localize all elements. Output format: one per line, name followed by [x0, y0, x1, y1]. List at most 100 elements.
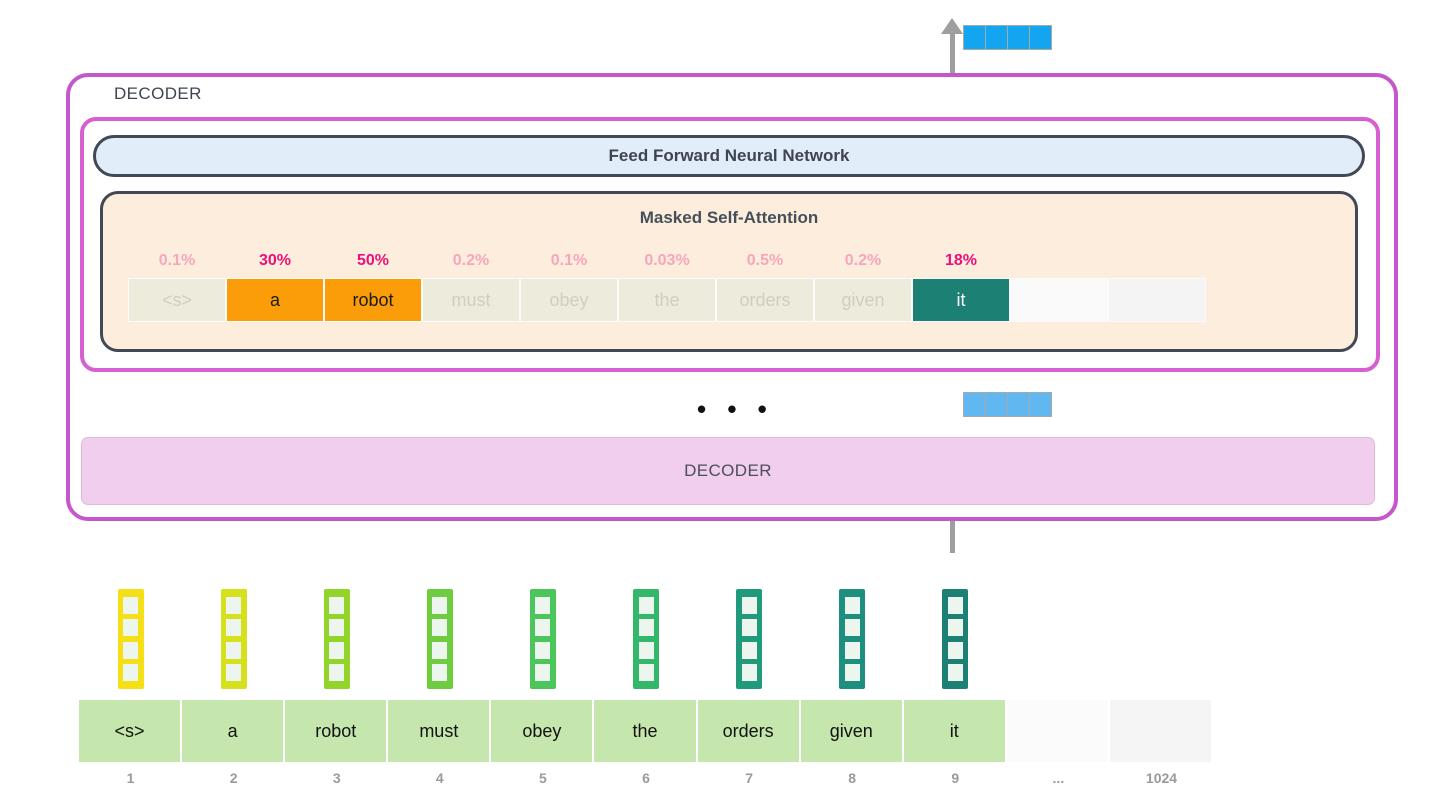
- attention-percentage: 30%: [258, 252, 292, 269]
- vector-cell: [947, 641, 963, 659]
- position-index: 1024: [1145, 770, 1178, 786]
- attention-percentage: 0.2%: [452, 252, 490, 269]
- vector-cell: [741, 641, 757, 659]
- vector-cell: [638, 619, 654, 637]
- vector-cell: [432, 619, 448, 637]
- input-token-cell[interactable]: orders: [697, 700, 799, 762]
- input-token-cell[interactable]: [1006, 700, 1108, 762]
- position-index: ...: [1052, 770, 1065, 786]
- attention-percentage: 0.5%: [746, 252, 784, 269]
- input-token-cell[interactable]: robot: [285, 700, 387, 762]
- attention-token-cell[interactable]: [1109, 279, 1205, 321]
- attention-token-cell[interactable]: it: [913, 279, 1009, 321]
- vector-cell: [985, 392, 1008, 417]
- vector-cell: [1007, 392, 1030, 417]
- vector-cell: [226, 663, 242, 681]
- vector-cell: [329, 663, 345, 681]
- attention-percentage: 0.2%: [844, 252, 882, 269]
- attention-percentage: 50%: [356, 252, 390, 269]
- attention-token-cell[interactable]: obey: [521, 279, 617, 321]
- vector-cell: [1007, 25, 1030, 50]
- vector-cell: [741, 663, 757, 681]
- attention-percentage-row: 0.1% 30% 50% 0.2% 0.1% 0.03% 0.5% 0.2% 18%: [128, 252, 1206, 270]
- vector-cell: [963, 392, 986, 417]
- embedding-vector: [529, 589, 556, 689]
- embedding-vector: [839, 589, 866, 689]
- vector-cell: [535, 597, 551, 615]
- embedding-vector: [323, 589, 350, 689]
- vector-cell: [226, 641, 242, 659]
- embedding-vector: [426, 589, 453, 689]
- feed-forward-neural-network-block: Feed Forward Neural Network: [93, 135, 1365, 177]
- output-arrow-icon: [941, 18, 963, 34]
- output-vector-middle: [963, 392, 1052, 417]
- vector-cell: [329, 641, 345, 659]
- position-index: 3: [332, 770, 341, 786]
- vector-cell: [741, 619, 757, 637]
- vector-cell: [638, 663, 654, 681]
- input-token-cell[interactable]: the: [594, 700, 696, 762]
- attention-token-cell[interactable]: <s>: [129, 279, 225, 321]
- attention-token-cell[interactable]: must: [423, 279, 519, 321]
- attention-percentage: 0.1%: [550, 252, 588, 269]
- input-token-cell[interactable]: <s>: [79, 700, 181, 762]
- attention-token-cell[interactable]: robot: [325, 279, 421, 321]
- attention-token-cell[interactable]: orders: [717, 279, 813, 321]
- attention-percentage: 0.1%: [158, 252, 196, 269]
- embedding-vector: [220, 589, 247, 689]
- bottom-decoder-bar: DECODER: [81, 437, 1375, 505]
- stack-ellipsis: • • •: [697, 394, 774, 424]
- vector-cell: [985, 25, 1008, 50]
- position-index: 8: [848, 770, 857, 786]
- attention-token-cell[interactable]: [1011, 279, 1107, 321]
- position-index: 1: [126, 770, 135, 786]
- input-token-cell[interactable]: given: [800, 700, 902, 762]
- vector-cell: [1029, 392, 1052, 417]
- position-index: 6: [642, 770, 650, 786]
- vector-cell: [432, 597, 448, 615]
- input-token-cell[interactable]: it: [903, 700, 1005, 762]
- masked-self-attention-block: Masked Self-Attention 0.1%30%50%0.2%0.1%…: [100, 191, 1358, 352]
- attention-percentage-spacer: [1010, 252, 1108, 270]
- attention-percentage-spacer: [1108, 252, 1206, 270]
- vector-cell: [123, 663, 139, 681]
- vector-cell: [226, 619, 242, 637]
- attention-token-cell[interactable]: a: [227, 279, 323, 321]
- attention-token-cell[interactable]: the: [619, 279, 715, 321]
- embedding-vector: [633, 589, 659, 689]
- vector-cell: [535, 619, 551, 637]
- attention-token-cell[interactable]: given: [815, 279, 911, 321]
- attention-percentage: 0.03%: [644, 252, 690, 269]
- vector-cell: [123, 597, 139, 615]
- vector-cell: [638, 597, 654, 615]
- vector-cell: [329, 619, 345, 637]
- position-index: 5: [539, 770, 547, 786]
- vector-cell: [844, 641, 860, 659]
- attention-percentage: 18%: [944, 252, 978, 269]
- vector-cell: [844, 663, 860, 681]
- input-token-cell[interactable]: a: [182, 700, 284, 762]
- masked-self-attention-label: Masked Self-Attention: [639, 208, 819, 227]
- vector-cell: [329, 597, 345, 615]
- vector-cell: [123, 619, 139, 637]
- position-index: 2: [229, 770, 238, 786]
- position-index: 7: [745, 770, 753, 786]
- vector-cell: [1029, 25, 1052, 50]
- input-token-cell[interactable]: obey: [491, 700, 593, 762]
- vector-cell: [741, 597, 757, 615]
- vector-cell: [947, 597, 963, 615]
- input-token-cell[interactable]: must: [388, 700, 490, 762]
- vector-cell: [844, 597, 860, 615]
- vector-cell: [947, 619, 963, 637]
- input-token-cell[interactable]: [1109, 700, 1212, 762]
- vector-cell: [535, 663, 551, 681]
- embedding-vector: [117, 589, 144, 689]
- embedding-vector: [736, 589, 763, 689]
- output-vector-top: [963, 25, 1052, 50]
- position-index: 4: [435, 770, 444, 786]
- outer-decoder-label: DECODER: [114, 84, 202, 103]
